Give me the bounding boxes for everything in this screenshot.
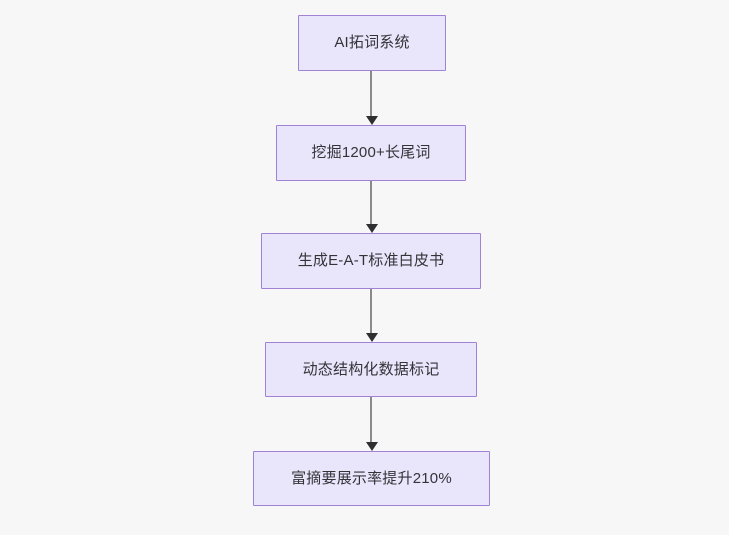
flow-node[interactable]: 富摘要展示率提升210% xyxy=(253,451,490,506)
edge-line xyxy=(370,181,372,225)
flow-node-label: 动态结构化数据标记 xyxy=(302,360,440,378)
flow-node[interactable]: 挖掘1200+长尾词 xyxy=(276,125,466,181)
edge-line xyxy=(370,289,372,334)
edge-line xyxy=(370,397,372,443)
flow-node-label: 挖掘1200+长尾词 xyxy=(311,144,431,161)
edge-line xyxy=(370,71,372,117)
flow-node[interactable]: AI拓词系统 xyxy=(298,15,446,71)
arrowhead-icon xyxy=(366,442,378,451)
flow-node-label: AI拓词系统 xyxy=(334,34,410,51)
flow-node[interactable]: 生成E-A-T标准白皮书 xyxy=(261,233,481,289)
arrowhead-icon xyxy=(366,224,378,233)
arrowhead-icon xyxy=(366,333,378,342)
flow-node-label: 生成E-A-T标准白皮书 xyxy=(297,252,445,269)
flow-node[interactable]: 动态结构化数据标记 xyxy=(265,342,477,397)
arrowhead-icon xyxy=(366,116,378,125)
flow-node-label: 富摘要展示率提升210% xyxy=(291,469,452,487)
